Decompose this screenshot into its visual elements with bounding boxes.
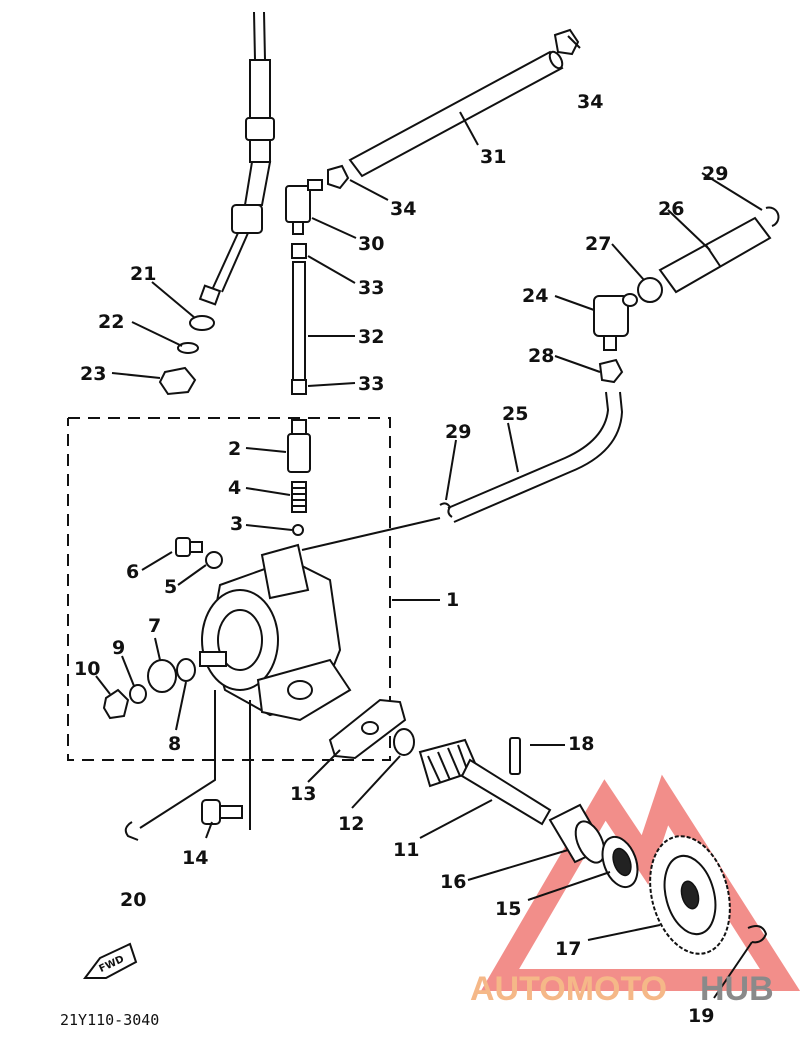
part-6-screw [175,537,203,557]
callout-22: 22 [98,311,124,333]
callout-15: 15 [495,898,521,920]
callout-13: 13 [290,783,316,805]
part-26-pipe [658,216,772,294]
part-22-washer [177,342,199,354]
callout-17: 17 [555,938,581,960]
part-23-nut [158,366,197,396]
part-20-clip [124,821,139,841]
part-18-pin [509,737,521,775]
fwd-arrow: FWD [83,942,138,979]
callout-5: 5 [164,576,177,598]
part-10-nut [102,688,130,720]
part-27-clamp [637,277,663,303]
watermark-text-hub: HUB [700,970,774,1008]
callout-34-left: 34 [390,198,416,220]
part-33-nut-bottom [291,379,307,395]
callout-7: 7 [148,615,161,637]
part-9-washer [129,684,147,704]
callout-8: 8 [168,733,181,755]
callout-26: 26 [658,198,684,220]
part-34-nut-left [327,164,350,190]
callout-27: 27 [585,233,611,255]
callout-10: 10 [74,658,100,680]
callout-24: 24 [522,285,548,307]
callout-29-top: 29 [702,163,728,185]
part-14-screw [201,799,243,825]
callout-34-top: 34 [577,91,603,113]
callout-20: 20 [120,889,146,911]
part-17-gear [649,835,731,955]
part-7-plate [147,659,177,693]
part-15-bearing [601,835,639,889]
watermark-text-auto: AUTOMOTO [470,970,667,1008]
callout-11: 11 [393,839,419,861]
part-31-long-pipe [348,50,564,178]
part-2-bolt [287,419,311,473]
callout-3: 3 [230,513,243,535]
callout-14: 14 [182,847,208,869]
callout-28: 28 [528,345,554,367]
part-24-fitting [593,293,638,351]
callout-30: 30 [358,233,384,255]
callout-21: 21 [130,263,156,285]
part-1-oil-pump [199,543,352,722]
part-12-oring [393,728,415,756]
callout-32: 32 [358,326,384,348]
part-4-spring [291,481,307,513]
part-32-pipe [292,261,306,381]
part-21-washer [189,315,215,331]
part-28-nut [598,358,624,384]
callout-9: 9 [112,637,125,659]
callout-4: 4 [228,477,241,499]
callout-2: 2 [228,438,241,460]
part-33-nut-top [291,243,307,259]
callout-25: 25 [502,403,528,425]
part-3-ball [292,524,304,536]
callout-16: 16 [440,871,466,893]
callout-6: 6 [126,561,139,583]
part-19-clip [747,925,768,944]
drawing-code: 21Y110-3040 [60,1011,159,1029]
callout-1: 1 [446,589,459,611]
callouts: 34 31 34 30 33 32 33 21 22 23 29 26 27 2… [74,91,728,1027]
part-5-washer [205,551,223,569]
part-11-shaft [418,738,552,826]
callout-33-bottom: 33 [358,373,384,395]
pump-group-box [67,417,391,761]
throttle-cable [198,11,275,306]
part-30-fitting [285,179,323,235]
callout-31: 31 [480,146,506,168]
clip-leader-line [139,690,216,829]
part-34-nut-top [553,28,580,56]
callout-23: 23 [80,363,106,385]
watermark-logo [480,774,800,991]
part-29-clip-hose [439,502,453,518]
leader-lines [95,35,763,999]
callout-33-top: 33 [358,277,384,299]
callout-12: 12 [338,813,364,835]
callout-19: 19 [688,1005,714,1027]
callout-29-hose: 29 [445,421,471,443]
part-25-hose [447,391,624,523]
part-16-bush [548,803,607,864]
part-29-clip-top [765,206,780,227]
callout-18: 18 [568,733,594,755]
part-8-washer [176,658,196,682]
